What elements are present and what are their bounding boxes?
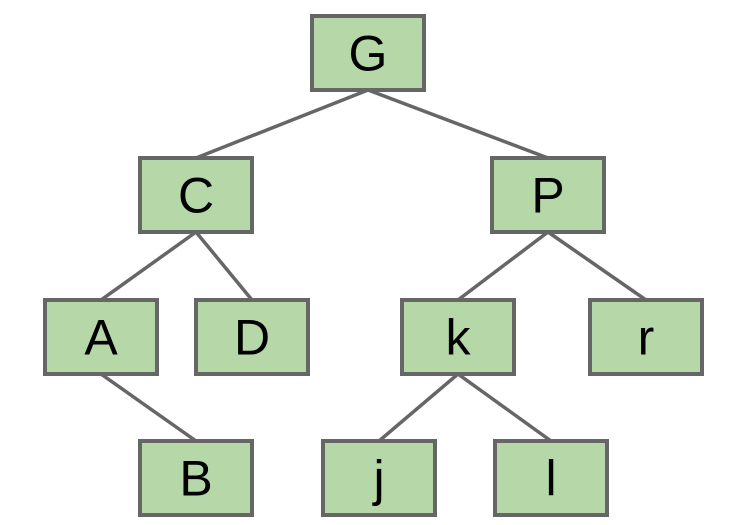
tree-node-d: D bbox=[194, 298, 310, 376]
node-l-box bbox=[493, 439, 609, 517]
node-c-label: C bbox=[178, 168, 214, 224]
node-d-box bbox=[194, 298, 310, 376]
node-l-label: l bbox=[545, 451, 556, 507]
node-g-label: G bbox=[349, 26, 388, 82]
node-d-label: D bbox=[234, 310, 270, 366]
node-k-label: k bbox=[446, 310, 472, 366]
node-r-label: r bbox=[638, 310, 655, 366]
node-c-box bbox=[138, 156, 254, 234]
tree-node-p: P bbox=[490, 156, 606, 234]
node-g-box bbox=[310, 14, 426, 92]
tree-node-l: l bbox=[493, 439, 609, 517]
edge-p-r bbox=[547, 230, 647, 302]
edge-p-k bbox=[456, 230, 550, 302]
node-a-label: A bbox=[84, 310, 118, 366]
node-b-box bbox=[138, 439, 254, 517]
node-p-label: P bbox=[531, 168, 564, 224]
node-r-box bbox=[588, 298, 704, 376]
edge-k-l bbox=[456, 372, 553, 443]
node-a-box bbox=[43, 298, 159, 376]
edge-a-b bbox=[99, 372, 198, 443]
edge-g-c bbox=[195, 88, 369, 160]
node-j-box bbox=[321, 439, 437, 517]
edge-k-j bbox=[377, 372, 460, 443]
edge-g-p bbox=[367, 88, 549, 160]
node-j-label: j bbox=[371, 451, 384, 507]
tree-node-c: C bbox=[138, 156, 254, 234]
node-b-label: B bbox=[179, 451, 212, 507]
node-k-box bbox=[400, 298, 516, 376]
edge-c-a bbox=[99, 230, 198, 302]
tree-node-j: j bbox=[321, 439, 437, 517]
node-p-box bbox=[490, 156, 606, 234]
tree-node-b: B bbox=[138, 439, 254, 517]
tree-node-r: r bbox=[588, 298, 704, 376]
edge-c-d bbox=[194, 230, 254, 302]
tree-node-g: G bbox=[310, 14, 426, 92]
tree-node-a: A bbox=[43, 298, 159, 376]
tree-node-k: k bbox=[400, 298, 516, 376]
